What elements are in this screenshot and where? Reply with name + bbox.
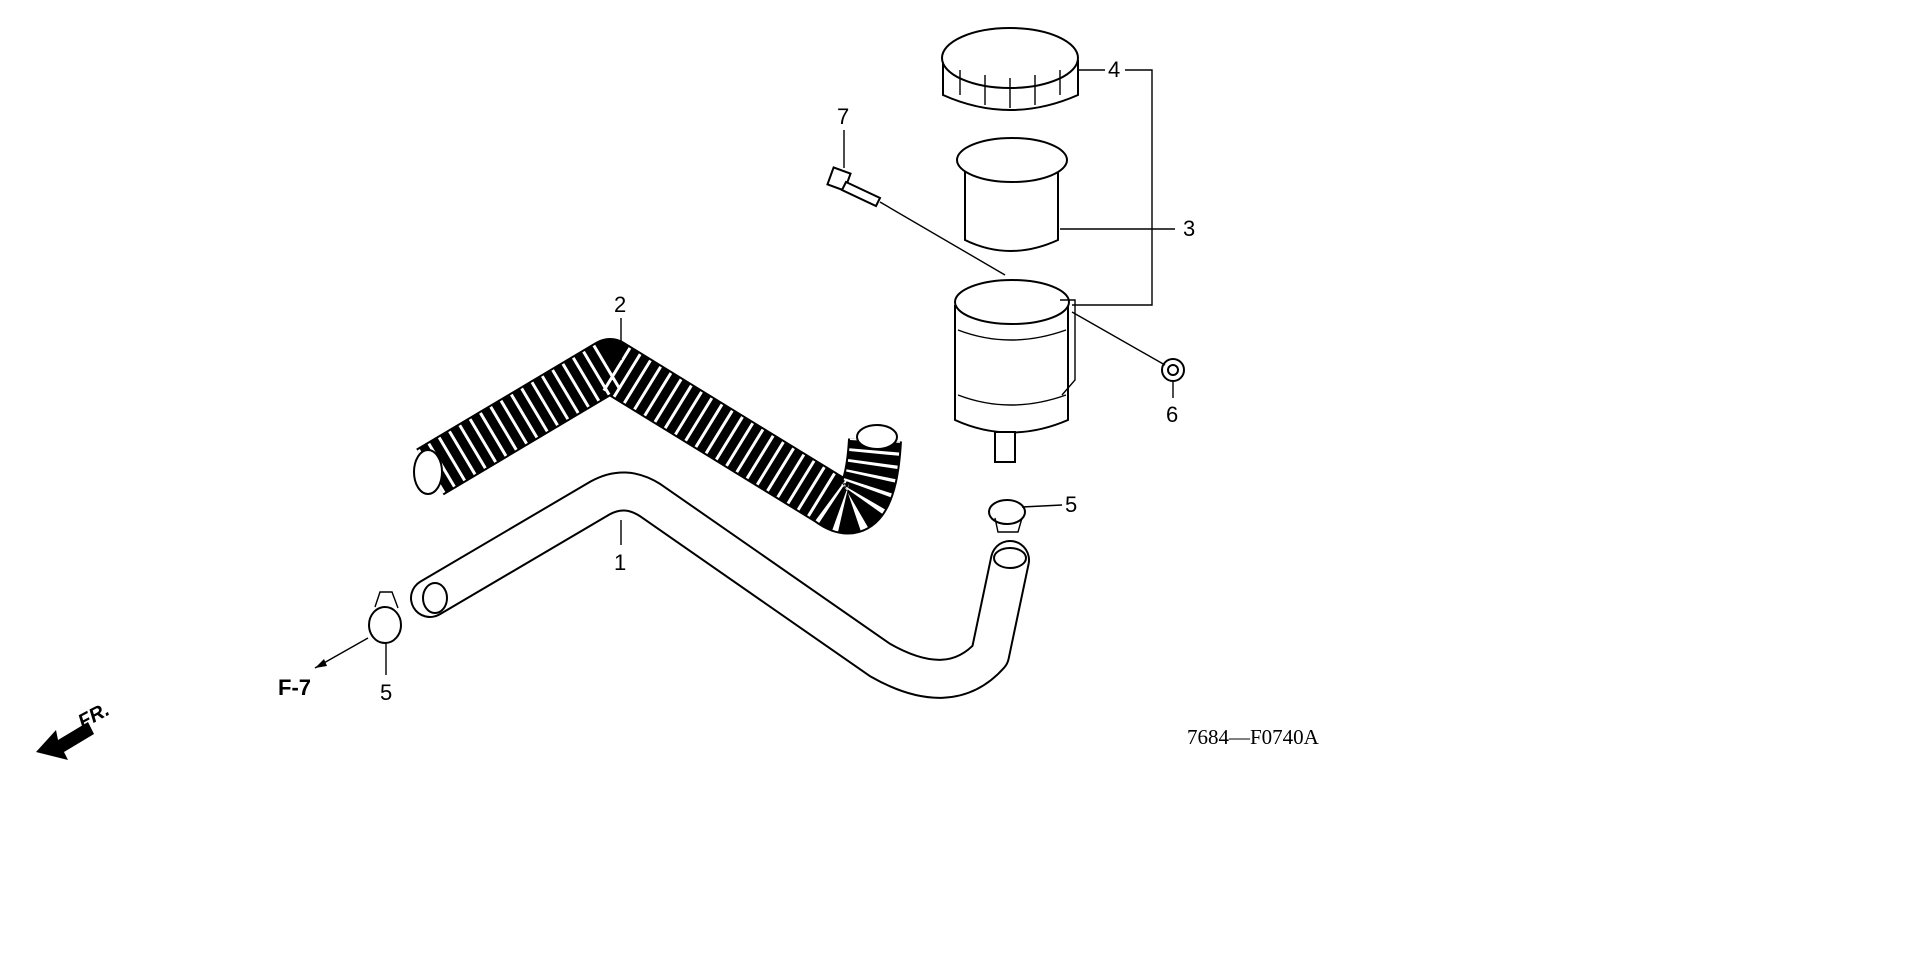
callout-7-label: 7 xyxy=(837,104,850,129)
callout-4-label: 4 xyxy=(1108,57,1121,82)
clip-part-5-upper xyxy=(988,499,1026,533)
reference-f7-link[interactable]: F-7 xyxy=(278,675,311,700)
leader-lines xyxy=(314,69,1175,675)
callout-6-label: 6 xyxy=(1166,402,1179,427)
front-direction-arrow-icon xyxy=(36,722,94,760)
callout-5-lower-label: 5 xyxy=(380,680,393,705)
bolt-part-7 xyxy=(826,166,882,208)
callout-5-upper-label: 5 xyxy=(1065,492,1078,517)
filter-part-3 xyxy=(956,137,1068,252)
callout-1-label: 1 xyxy=(614,550,627,575)
cap-part-4 xyxy=(941,27,1079,111)
nut-hole xyxy=(1167,364,1179,376)
callout-1-label: 2 xyxy=(614,292,627,317)
clip-part-5-lower xyxy=(368,591,402,644)
hose-part-1 xyxy=(410,471,1030,699)
reservoir-body xyxy=(954,279,1076,463)
callout-3-label: 3 xyxy=(1183,216,1196,241)
figure-code: 7684—F0740A xyxy=(1187,725,1319,749)
corrugated-tube-part-2 xyxy=(413,338,902,535)
